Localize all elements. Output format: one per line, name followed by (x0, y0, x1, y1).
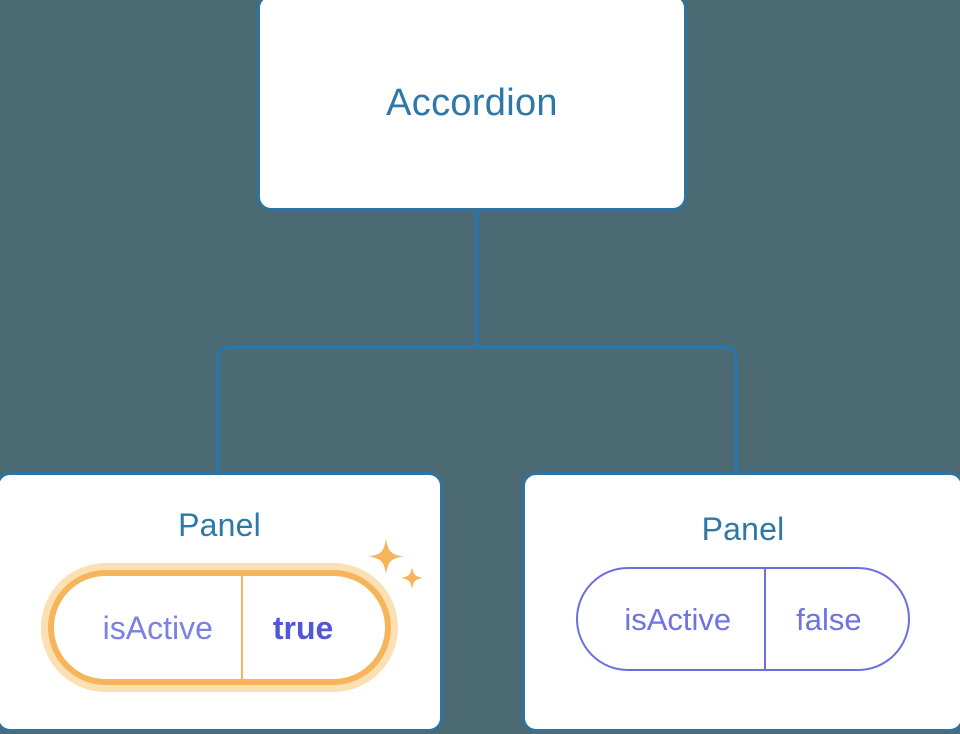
sparkle-large-icon (369, 539, 404, 574)
edge-to-panel-right (477, 345, 738, 474)
node-accordion-label: Accordion (386, 81, 558, 124)
prop-pill-isactive-false[interactable]: isActive false (576, 567, 910, 671)
node-panel-right-label: Panel (701, 511, 785, 547)
prop-key: isActive (54, 576, 243, 679)
node-accordion[interactable]: Accordion (257, 0, 687, 211)
prop-value: true (272, 609, 334, 646)
prop-pill-right-wrap: isActive false (576, 567, 910, 671)
prop-pill-left-wrap: isActive true (40, 539, 424, 692)
prop-value: false (796, 601, 862, 637)
node-panel-left-label: Panel (178, 507, 261, 543)
prop-pill-ring: isActive true (47, 570, 392, 685)
prop-pill-isactive-true[interactable]: isActive true (53, 576, 386, 679)
prop-key: isActive (578, 569, 767, 669)
edge-to-panel-left (216, 345, 477, 474)
prop-pill-glow: isActive true (40, 563, 399, 692)
sparkle-small-icon (401, 567, 424, 589)
node-panel-right[interactable]: Panel isActive false (522, 472, 960, 732)
node-panel-left[interactable]: Panel isActive true (0, 472, 443, 732)
